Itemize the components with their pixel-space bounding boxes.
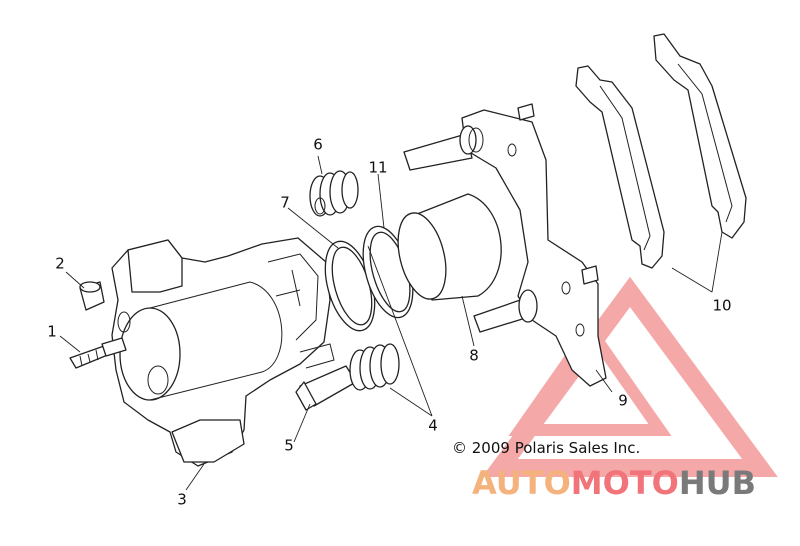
piston-seal: [324, 240, 376, 332]
piston: [397, 193, 502, 301]
bushing: [79, 281, 105, 311]
callout-1: 1: [47, 323, 57, 341]
bleeder-screw: [69, 337, 127, 369]
callout-4: 4: [428, 417, 438, 435]
callout-11: 11: [368, 159, 387, 177]
callout-5: 5: [284, 437, 294, 455]
callout-3: 3: [177, 491, 187, 509]
watermark-part-3: HUB: [679, 464, 756, 502]
boot-upper: [309, 170, 359, 217]
callout-2: 2: [55, 255, 65, 273]
caliper-bracket: [403, 103, 607, 387]
callout-8: 8: [469, 347, 479, 365]
brake-pad-outer: [653, 33, 747, 239]
callout-6: 6: [313, 136, 323, 154]
brake-pad-inner: [575, 65, 665, 269]
copyright-text: © 2009 Polaris Sales Inc.: [452, 439, 640, 457]
callout-10: 10: [712, 297, 731, 315]
watermark-logo-icon: [482, 276, 778, 477]
slide-pin: [295, 365, 357, 411]
watermark-part-1: AUTO: [472, 464, 571, 502]
leader-lines: [59, 155, 723, 491]
callout-9: 9: [618, 392, 628, 410]
callout-7: 7: [280, 194, 290, 212]
caliper-body: [111, 237, 335, 467]
watermark-part-2: MOTO: [571, 464, 679, 502]
watermark-text: AUTOMOTOHUB: [472, 464, 756, 502]
boot-lower: [349, 343, 400, 391]
